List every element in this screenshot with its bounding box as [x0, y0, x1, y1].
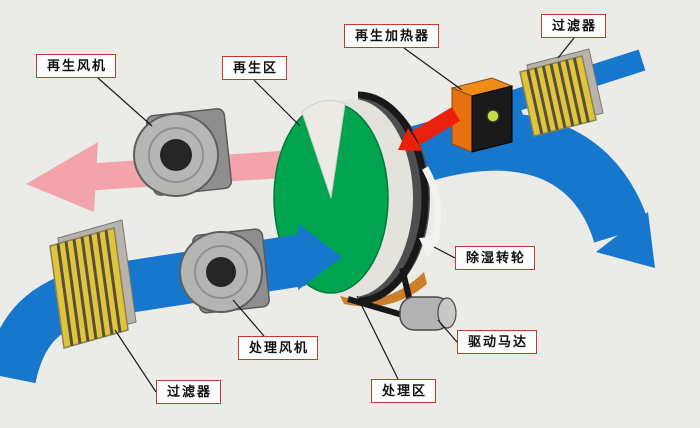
- regen-fan: [133, 108, 233, 197]
- leader-wheel: [433, 246, 456, 259]
- label-process-fan: 处理风机: [238, 336, 319, 360]
- filter-bottom-left: [49, 219, 137, 349]
- heater-indicator-light: [486, 109, 500, 123]
- label-process-zone: 处理区: [371, 379, 437, 403]
- process-air-outflow-arrow: [398, 112, 655, 268]
- leader-motor: [437, 319, 458, 343]
- wheel-bottom-highlight: [340, 272, 427, 307]
- label-filter-bottom: 过滤器: [156, 380, 222, 404]
- drive-motor: [399, 296, 457, 331]
- rotation-arrow: [421, 166, 442, 245]
- leader-regen-zone: [253, 79, 301, 127]
- label-regen-fan: 再生风机: [36, 54, 117, 78]
- label-dehumid-wheel: 除湿转轮: [455, 246, 536, 270]
- leader-process-zone: [356, 295, 399, 380]
- label-regen-heater: 再生加热器: [344, 24, 440, 48]
- label-filter-top: 过滤器: [541, 14, 607, 38]
- regen-heater: [450, 77, 514, 153]
- leader-lines: [97, 37, 575, 393]
- leader-process-fan: [232, 299, 265, 337]
- leader-filter-top: [557, 37, 575, 59]
- process-fan: [179, 228, 270, 314]
- wheel-regen-sector: [301, 99, 346, 199]
- label-regen-zone: 再生区: [222, 56, 288, 80]
- filter-top-right: [519, 48, 604, 137]
- leader-regen-heater: [403, 47, 463, 91]
- leader-filter-bottom: [114, 329, 157, 393]
- leader-regen-fan: [97, 77, 153, 127]
- label-drive-motor: 驱动马达: [457, 330, 538, 354]
- wheel-belt: [357, 91, 429, 305]
- hot-air-arrow: [398, 107, 461, 151]
